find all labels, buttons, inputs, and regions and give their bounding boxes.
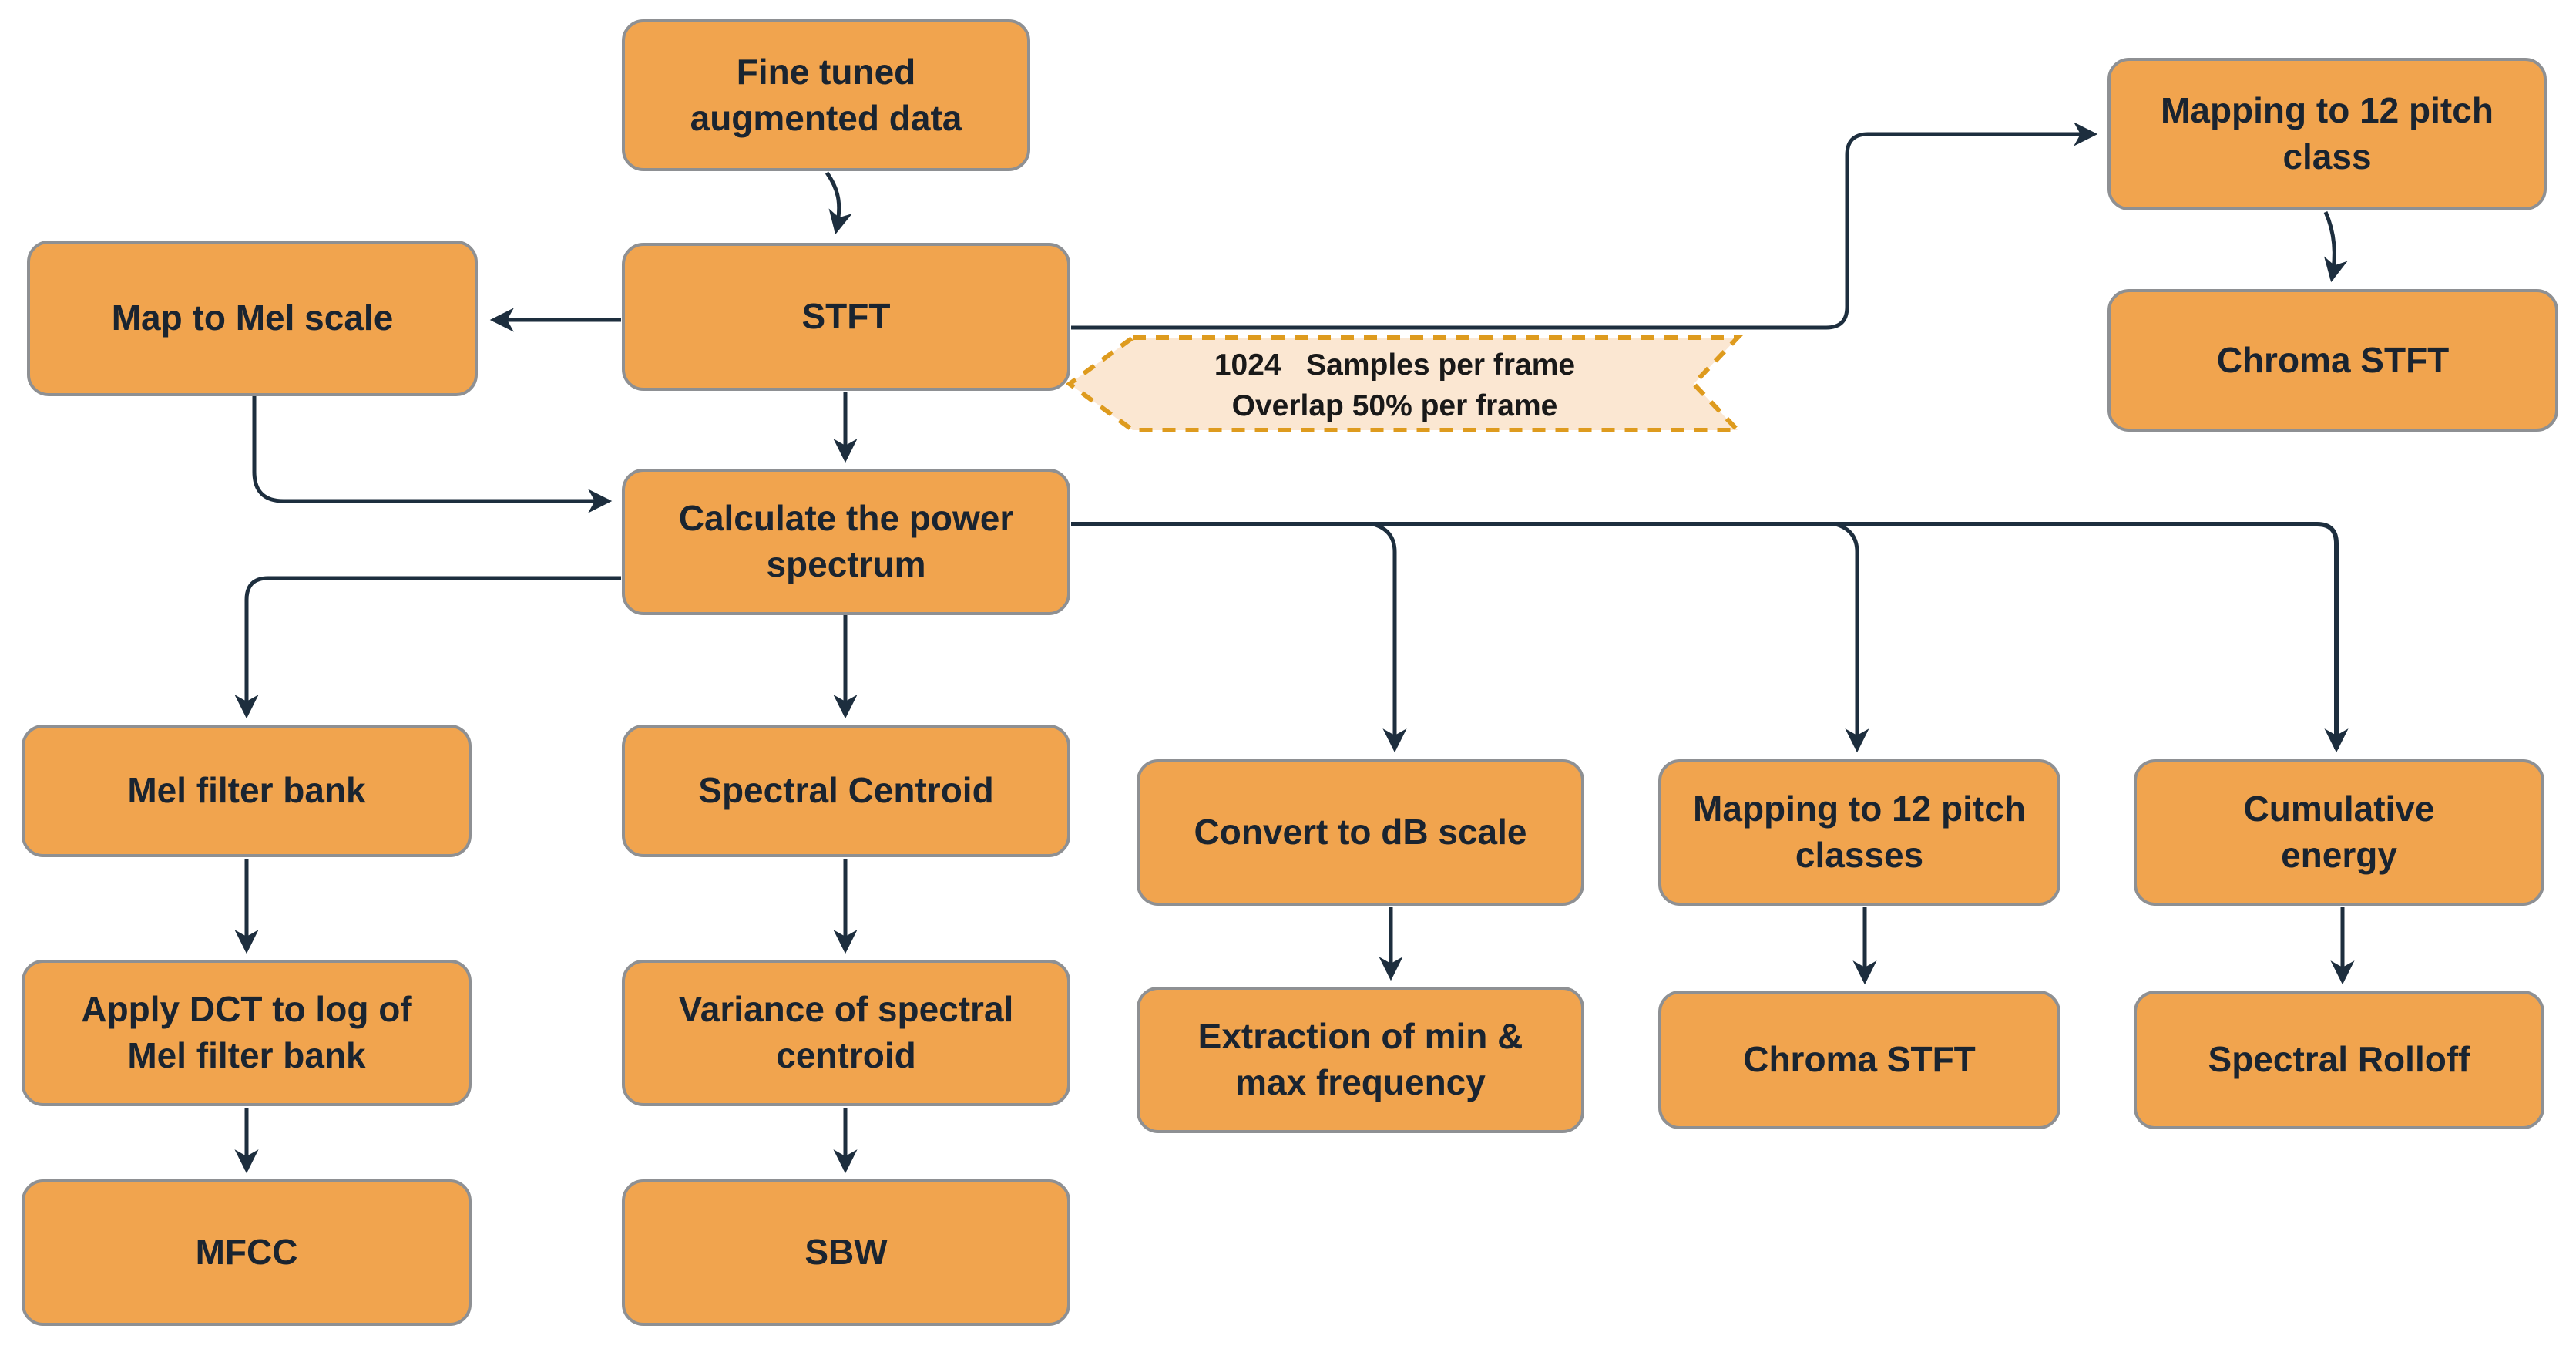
ribbon-line-2: Overlap 50% per frame	[1231, 389, 1558, 422]
arrow-fine-tuned-to-stft	[825, 171, 852, 235]
samples-ribbon-shape	[1065, 335, 1743, 432]
node-label: Map to Mel scale	[111, 298, 394, 338]
node-label: Convert to dB scale	[1194, 812, 1527, 853]
node-spectral-centroid: Spectral Centroid	[622, 725, 1070, 857]
node-label: SBW	[804, 1232, 888, 1273]
arrow-power-spectrum-to-mel-filter	[234, 576, 621, 719]
node-label: Mapping to 12 pitch classes	[1693, 789, 2026, 875]
node-label: Calculate the power spectrum	[678, 498, 1014, 584]
node-spectral-rolloff: Spectral Rolloff	[2134, 991, 2544, 1129]
arrow-map-mel-to-power-spectrum	[252, 396, 613, 513]
node-cumulative-energy: Cumulative energy	[2134, 759, 2544, 906]
node-label: Spectral Centroid	[698, 770, 994, 811]
node-extraction-of-min-max-frequency: Extraction of min & max frequency	[1137, 987, 1584, 1133]
node-label: Fine tuned augmented data	[690, 51, 962, 138]
node-mfcc: MFCC	[22, 1179, 472, 1326]
node-label: STFT	[801, 296, 891, 337]
node-chroma-stft-top: Chroma STFT	[2107, 289, 2558, 432]
node-label: Spectral Rolloff	[2208, 1039, 2470, 1080]
node-map-to-mel-scale: Map to Mel scale	[27, 241, 478, 396]
node-convert-to-db-scale: Convert to dB scale	[1137, 759, 1584, 906]
node-fine-tuned-augmented-data: Fine tuned augmented data	[622, 19, 1030, 171]
node-mapping-to-12-pitch-class: Mapping to 12 pitch class	[2107, 58, 2547, 210]
arrow-mapping-12-to-chroma-top	[2323, 210, 2348, 283]
node-label: Chroma STFT	[1743, 1039, 1976, 1080]
node-chroma-stft-bottom: Chroma STFT	[1658, 991, 2060, 1129]
arrow-power-spectrum-to-db-scale	[1372, 522, 1407, 753]
arrow-power-spectrum-to-cumulative-energy	[1071, 522, 2349, 753]
node-label: Chroma STFT	[2216, 339, 2450, 380]
arrow-stft-to-mapping-12-pitch-class	[1071, 122, 2098, 330]
node-label: Cumulative energy	[2243, 789, 2435, 875]
node-label: MFCC	[195, 1232, 298, 1273]
node-variance-of-spectral-centroid: Variance of spectral centroid	[622, 960, 1070, 1106]
node-label: Apply DCT to log of Mel filter bank	[81, 989, 412, 1075]
node-mel-filter-bank: Mel filter bank	[22, 725, 472, 857]
node-label: Variance of spectral centroid	[678, 989, 1014, 1075]
node-mapping-to-12-pitch-classes: Mapping to 12 pitch classes	[1658, 759, 2060, 906]
samples-ribbon-annotation: 1024 Samples per frame Overlap 50% per f…	[1110, 341, 1680, 432]
node-label: Mel filter bank	[127, 770, 366, 811]
node-sbw: SBW	[622, 1179, 1070, 1326]
ribbon-line-1: 1024 Samples per frame	[1214, 348, 1576, 382]
node-label: Mapping to 12 pitch class	[2161, 90, 2494, 177]
node-calculate-power-spectrum: Calculate the power spectrum	[622, 469, 1070, 615]
node-label: Extraction of min & max frequency	[1197, 1016, 1523, 1102]
arrow-power-spectrum-to-mapping-12-classes	[1835, 522, 1869, 753]
node-apply-dct-to-log-mel-filter-bank: Apply DCT to log of Mel filter bank	[22, 960, 472, 1106]
node-stft: STFT	[622, 243, 1070, 391]
